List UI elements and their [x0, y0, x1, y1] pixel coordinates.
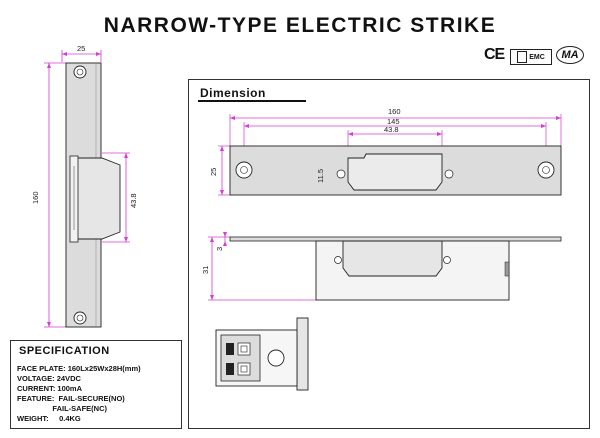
width-label: 25	[77, 44, 85, 53]
latch-dimension	[102, 152, 130, 243]
height-dimension	[44, 62, 66, 328]
latch-height-label: 11.5	[316, 169, 325, 183]
latch-label: 43.8	[129, 193, 138, 208]
side-latch	[342, 240, 443, 277]
specification-panel	[10, 340, 182, 429]
overall-length-label: 160	[388, 107, 401, 116]
wire-slot-2	[226, 363, 234, 375]
end-view-drawing	[215, 317, 309, 391]
spec-voltage: VOLTAGE: 24VDC	[17, 374, 81, 383]
latch-length-label: 43.8	[384, 125, 399, 134]
page-title: NARROW-TYPE ELECTRIC STRIKE	[103, 14, 497, 37]
spec-feature-safe: FAIL-SAFE(NC)	[17, 404, 107, 413]
height-label: 160	[31, 191, 40, 204]
specification-heading: SPECIFICATION	[19, 345, 110, 357]
plate-height-label: 25	[209, 168, 218, 176]
mount-length-label: 145	[387, 117, 400, 126]
depth-label: 31	[201, 266, 210, 274]
dimension-heading: Dimension	[200, 86, 266, 100]
dimension-underline	[198, 100, 306, 102]
terminal-2-icon	[237, 362, 251, 376]
emc-label: EMC	[529, 53, 545, 61]
emc-symbol-icon	[517, 51, 528, 63]
emc-mark-icon: EMC	[510, 49, 552, 65]
dimension-panel	[188, 79, 590, 429]
top-view-drawing	[218, 114, 562, 196]
spec-weight: WEIGHT: 0.4KG	[17, 414, 81, 423]
terminal-1-icon	[237, 342, 251, 356]
spec-face-plate: FACE PLATE: 160Lx25Wx28H(mm)	[17, 364, 141, 373]
top-latch	[347, 153, 443, 191]
lip-label: 3	[215, 247, 224, 251]
width-dimension	[61, 50, 102, 62]
ce-mark-icon: CE	[484, 46, 505, 63]
wire-slot-1	[226, 343, 234, 355]
spec-current: CURRENT: 100mA	[17, 384, 83, 393]
side-view-drawing	[208, 232, 562, 301]
cable-hole-icon	[267, 349, 285, 367]
spec-feature-secure: FEATURE: FAIL-SECURE(NO)	[17, 394, 125, 403]
ma-mark-icon: MA	[556, 46, 584, 64]
top-screw-hole	[73, 65, 87, 79]
side-face-plate	[229, 236, 562, 242]
bottom-screw-hole	[73, 311, 87, 325]
